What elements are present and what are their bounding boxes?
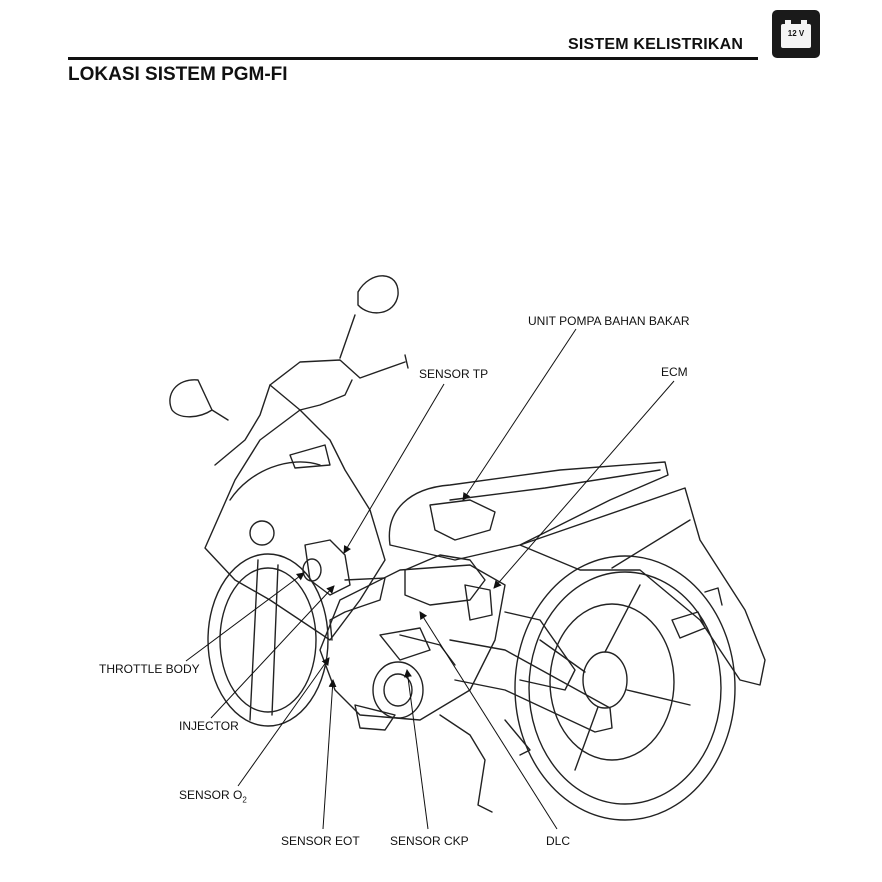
swing-arm — [449, 639, 613, 733]
battery-12v-icon: 12 V — [772, 10, 820, 58]
label-throttle-body: THROTTLE BODY — [99, 662, 200, 676]
leader-sensor-tp — [343, 383, 445, 554]
leader-dlc — [419, 611, 558, 830]
section-title: SISTEM KELISTRIKAN — [568, 36, 744, 53]
battery-icon-label: 12 V — [787, 29, 805, 38]
right-mirror — [339, 275, 399, 359]
leader-sensor-eot — [322, 679, 337, 830]
leader-throttle-body — [185, 572, 305, 662]
handlebar — [214, 354, 409, 466]
rear-cowl — [519, 487, 766, 686]
left-mirror — [169, 379, 229, 421]
label-sensor-tp: SENSOR TP — [419, 367, 489, 381]
front-body — [204, 409, 386, 641]
label-sensor-eot: SENSOR EOT — [281, 834, 360, 848]
label-ecm: ECM — [661, 365, 688, 379]
page-title: LOKASI SISTEM PGM-FI — [68, 64, 288, 85]
label-injector: INJECTOR — [179, 719, 239, 733]
label-sensor-o2-sub: 2 — [242, 795, 247, 805]
leader-sensor-o2 — [237, 657, 330, 787]
header-rule — [68, 57, 758, 60]
label-fuel-pump: UNIT POMPA BAHAN BAKAR — [528, 314, 690, 328]
leader-fuel-pump — [462, 328, 577, 501]
rear-wheel — [514, 555, 736, 821]
label-sensor-ckp: SENSOR CKP — [390, 834, 469, 848]
leader-injector — [210, 585, 335, 719]
front-wheel — [207, 553, 329, 727]
label-sensor-o2: SENSOR O2 — [179, 788, 247, 804]
label-dlc: DLC — [546, 834, 571, 848]
engine — [319, 564, 506, 721]
leader-sensor-ckp — [403, 669, 429, 830]
leader-ecm — [493, 380, 675, 589]
seat — [388, 461, 669, 561]
label-sensor-o2-prefix: SENSOR O — [179, 788, 243, 802]
